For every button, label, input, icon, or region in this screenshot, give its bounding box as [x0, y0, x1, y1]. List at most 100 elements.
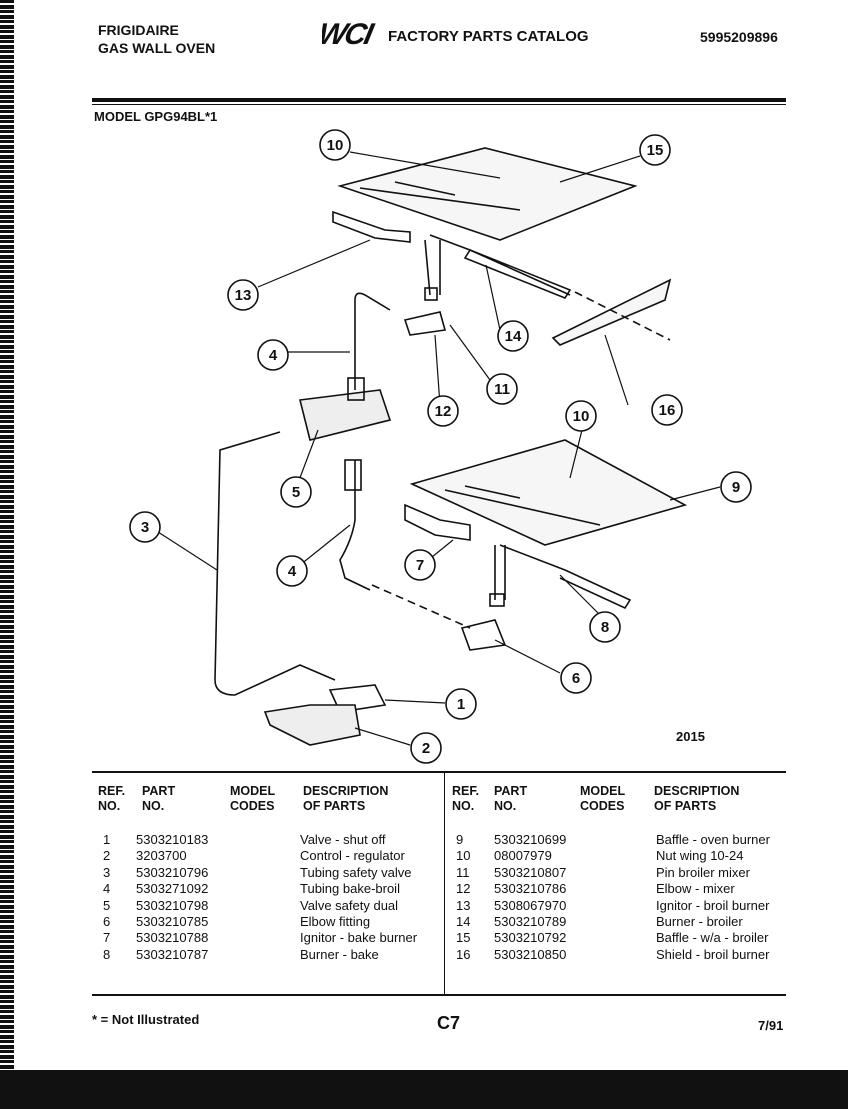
- callout-10-upper: [319, 129, 351, 161]
- part-header-r-2: NO.: [494, 799, 517, 813]
- part-ref: 4: [103, 881, 111, 897]
- part-part: 5303210850: [494, 946, 567, 962]
- part-ref: 10: [456, 848, 471, 864]
- part-header: PART: [142, 784, 176, 798]
- model-header-r: MODEL: [580, 784, 626, 798]
- callout-11: [486, 373, 518, 405]
- brand-name: FRIGIDAIRE: [98, 22, 179, 38]
- part-ref: 15: [456, 930, 471, 946]
- baffle-oven-shape: [409, 439, 688, 546]
- table-top-rule: [92, 771, 786, 773]
- part-desc: Burner - bake: [300, 946, 379, 962]
- part-desc: Control - regulator: [300, 848, 405, 864]
- part-desc: Pin broiler mixer: [656, 864, 750, 880]
- part-part: 5303271092: [136, 881, 209, 897]
- part-ref: 16: [456, 946, 471, 962]
- figure-number: 2015: [676, 729, 705, 744]
- desc-header: DESCRIPTION: [303, 784, 389, 798]
- callout-label-13: 13: [235, 287, 252, 304]
- elbow-mixer-shape: [403, 311, 447, 336]
- model-header: MODEL: [230, 784, 276, 798]
- part-header-r: PART: [494, 784, 528, 798]
- tubing-upper: [354, 292, 391, 390]
- part-desc: Ignitor - bake burner: [300, 930, 418, 946]
- safety-valve-shape: [299, 389, 392, 441]
- callout-13: [227, 279, 259, 311]
- elbow-fitting-shape: [460, 619, 507, 651]
- part-ref: 13: [456, 897, 471, 913]
- part-desc: Baffle - oven burner: [656, 832, 770, 847]
- burner-bake-shape: [494, 544, 632, 610]
- footnote: * = Not Illustrated: [92, 1012, 200, 1027]
- part-desc: Baffle - w/a - broiler: [656, 930, 769, 946]
- catalog-number: 5995209896: [700, 29, 778, 45]
- part-ref: 11: [456, 864, 470, 880]
- callout-4-upper: [257, 339, 289, 371]
- ignitor-broil-shape: [332, 210, 411, 243]
- part-part: 5303210786: [494, 881, 567, 897]
- callout-1: [445, 688, 477, 720]
- callout-label-12: 12: [435, 403, 452, 420]
- part-part: 5303210787: [136, 946, 209, 962]
- part-part: 5303210807: [494, 864, 567, 880]
- desc-header-r: DESCRIPTION: [654, 784, 740, 798]
- callout-label-3: 3: [141, 519, 149, 536]
- callout-label-10a: 10: [327, 137, 344, 154]
- part-ref: 1: [103, 832, 111, 847]
- part-ref: 14: [456, 914, 471, 929]
- callout-2: [410, 732, 442, 764]
- callout-9: [720, 471, 752, 503]
- desc-header-2: OF PARTS: [303, 799, 366, 813]
- callout-label-14: 14: [505, 328, 522, 345]
- callout-label-1: 1: [457, 696, 465, 713]
- callout-15: [639, 134, 671, 166]
- model-label: MODEL GPG94BL*1: [94, 109, 218, 124]
- callout-6: [560, 662, 592, 694]
- part-ref: 7: [103, 930, 111, 946]
- part-header-2: NO.: [142, 799, 165, 813]
- callout-label-4b: 4: [288, 563, 297, 580]
- callout-label-6: 6: [572, 670, 580, 687]
- part-part: 5303210183: [136, 832, 209, 847]
- part-desc: Ignitor - broil burner: [656, 897, 770, 913]
- callout-label-7: 7: [416, 557, 424, 574]
- ignitor-bake-shape: [404, 503, 471, 541]
- desc-header-r-2: OF PARTS: [654, 799, 717, 813]
- part-part: 5303210792: [494, 930, 567, 946]
- scan-edge-bottom: [0, 1070, 848, 1109]
- part-part: 5303210788: [136, 930, 209, 946]
- part-ref: 3: [103, 864, 111, 880]
- part-ref: 12: [456, 881, 471, 897]
- model-header-r-2: CODES: [580, 799, 625, 813]
- callout-8: [589, 611, 621, 643]
- burner-broiler-shape: [424, 234, 571, 296]
- regulator-shape: [263, 704, 361, 746]
- part-ref: 6: [103, 914, 111, 929]
- callout-label-11: 11: [494, 381, 510, 398]
- part-ref: 5: [103, 897, 111, 913]
- part-desc: Nut wing 10-24: [656, 848, 744, 864]
- callout-7: [404, 549, 436, 581]
- shield-broil-shape: [551, 278, 672, 346]
- part-part: 3203700: [136, 848, 187, 864]
- part-part: 5303210798: [136, 897, 209, 913]
- parts-diagram: 10 15 13 14 4 11 12 16 10 5 9 3 7 4 8 6 …: [129, 129, 752, 764]
- part-ref: 9: [456, 832, 464, 847]
- part-desc: Shield - broil burner: [656, 946, 770, 962]
- part-part: 5303210789: [494, 914, 567, 929]
- part-desc: Burner - broiler: [656, 914, 743, 929]
- callout-3: [129, 511, 161, 543]
- part-ref: 2: [103, 848, 111, 864]
- callout-label-9: 9: [732, 479, 740, 496]
- scan-edge-left: [0, 0, 14, 1109]
- part-ref: 8: [103, 946, 111, 962]
- callout-label-4a: 4: [269, 347, 278, 364]
- part-part: 5303210699: [494, 832, 567, 847]
- callout-label-2: 2: [422, 740, 430, 757]
- header-rule: [92, 98, 786, 102]
- callout-label-16: 16: [659, 402, 676, 419]
- part-desc: Tubing safety valve: [300, 864, 412, 880]
- page-code: C7: [437, 1013, 461, 1033]
- callout-label-8: 8: [601, 619, 609, 636]
- catalog-title: FACTORY PARTS CATALOG: [388, 28, 589, 45]
